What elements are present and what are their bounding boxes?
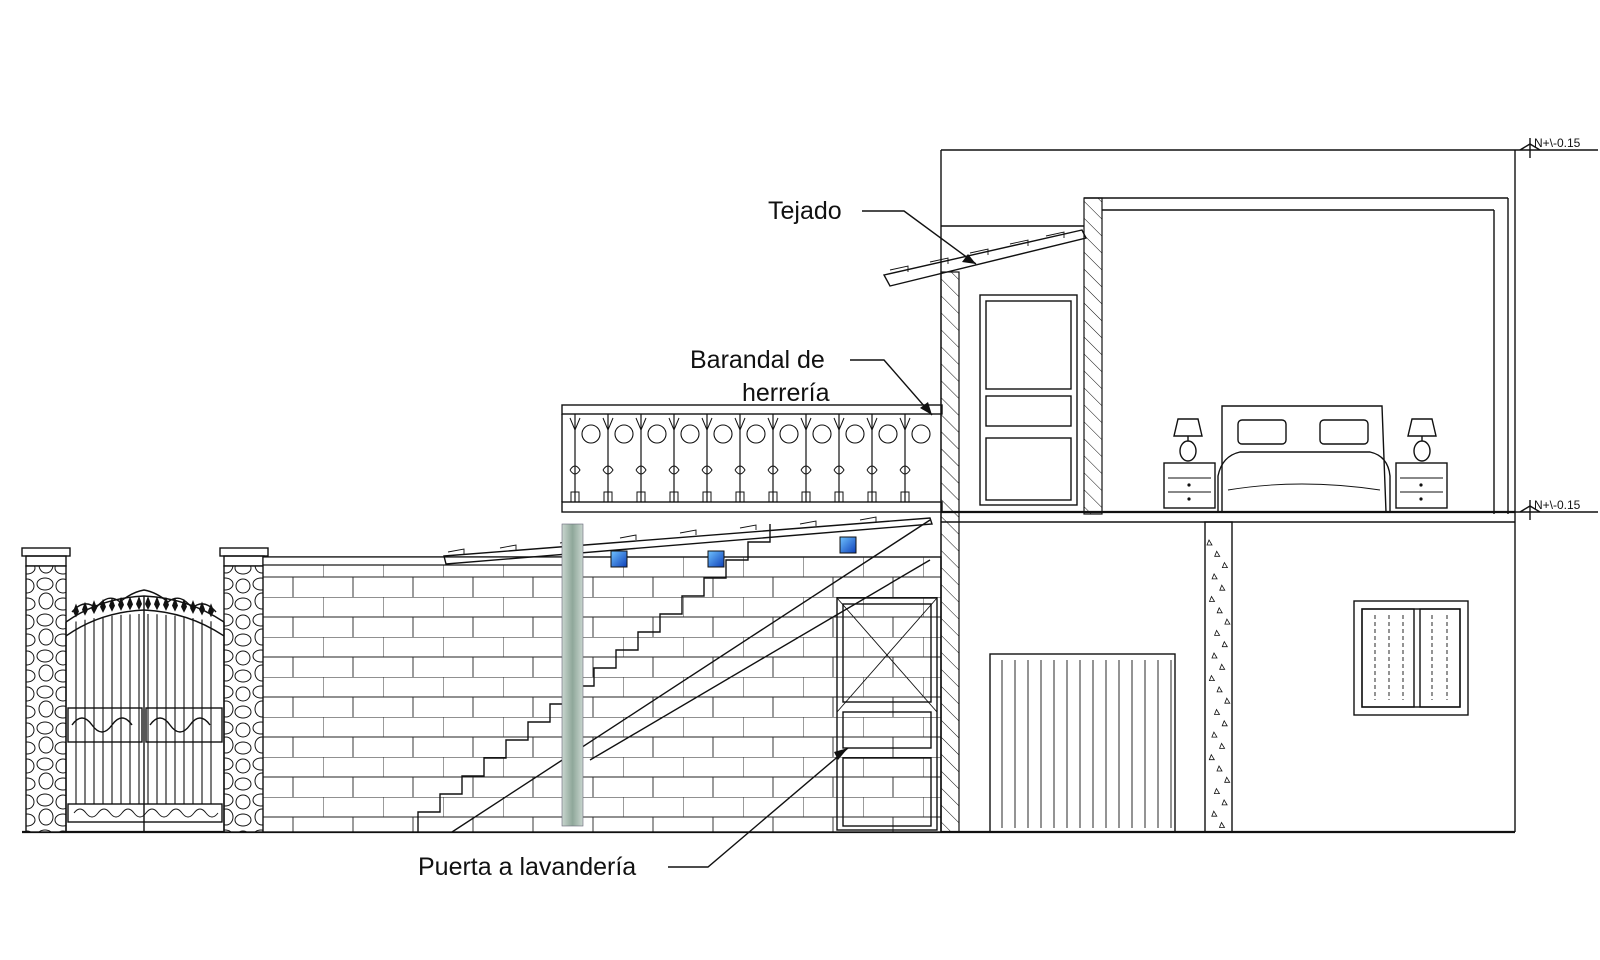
staircase-outline [417, 524, 771, 832]
nightstand-right [1395, 418, 1448, 509]
laundry-door [836, 597, 938, 831]
annotation-laundry-door-label: Puerta a lavandería [418, 853, 636, 881]
annotation-railing-label-1: Barandal de [690, 346, 825, 374]
level-marker-floor: N+\-0.15 [1515, 498, 1598, 520]
wall-lamp [610, 550, 628, 568]
arrowhead-icon [920, 402, 932, 415]
arrowhead-icon [962, 254, 976, 264]
garage-door [989, 653, 1176, 833]
annotation-laundry-door: Puerta a lavandería [418, 747, 849, 881]
upper-door [979, 294, 1078, 506]
lower-roof-tiles [443, 517, 933, 565]
stone-pillar-right [219, 547, 269, 833]
stone-pillar-left [21, 547, 71, 833]
concrete-speckles [1206, 539, 1231, 828]
level-label-top: N+\-0.15 [1534, 136, 1581, 150]
upper-roof-tile-ridges [889, 231, 1065, 272]
wall-lamp [839, 536, 857, 554]
annotation-roof: Tejado [768, 197, 977, 265]
bed [1217, 405, 1391, 513]
window [1353, 600, 1469, 716]
level-marker-top: N+\-0.15 [1515, 136, 1598, 158]
annotation-railing: Barandal de herrería [690, 346, 933, 416]
annotation-roof-label: Tejado [768, 197, 842, 225]
stair-diagonal-2 [589, 559, 931, 761]
stair-diagonal-1 [451, 519, 931, 833]
downpipe [561, 523, 584, 827]
nightstand-left [1163, 418, 1216, 509]
upper-roof-tiles [882, 229, 1088, 287]
iron-gate [65, 589, 225, 832]
iron-railing [561, 404, 943, 513]
house-outline [940, 149, 1516, 833]
lower-roof-tile-ridges [447, 516, 877, 554]
brick-wall [262, 556, 942, 833]
arrowhead-icon [834, 748, 848, 760]
wall-lamp [707, 550, 725, 568]
annotation-railing-label-2: herrería [742, 379, 830, 407]
level-label-floor: N+\-0.15 [1534, 498, 1581, 512]
